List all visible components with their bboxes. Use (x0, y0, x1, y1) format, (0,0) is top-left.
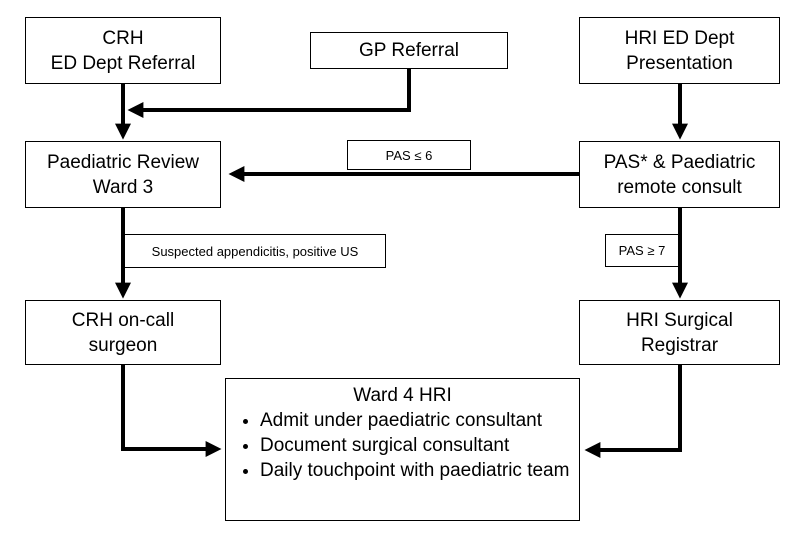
paediatric-review-box: Paediatric Review Ward 3 (25, 141, 221, 208)
gp-referral-label: GP Referral (359, 40, 459, 61)
appendicitis-label: Suspected appendicitis, positive US (124, 234, 386, 268)
pas-high-text: PAS ≥ 7 (618, 243, 666, 258)
hri-ed-line2: Presentation (626, 52, 733, 74)
paed-review-line1: Paediatric Review (46, 151, 200, 173)
pas-consult-line1: PAS* & Paediatric (603, 151, 756, 173)
pas-high-label: PAS ≥ 7 (605, 234, 679, 267)
ward4-item-document: Document surgical consultant (260, 433, 571, 458)
ward4-item-touchpoint: Daily touchpoint with paediatric team (260, 458, 571, 483)
hri-ed-line1: HRI ED Dept (624, 27, 735, 49)
crh-ed-referral-box: CRH ED Dept Referral (25, 17, 221, 84)
pas-low-label: PAS ≤ 6 (347, 140, 471, 170)
hri-registrar-line1: HRI Surgical (626, 309, 733, 331)
pas-consult-line2: remote consult (617, 176, 742, 198)
crh-ed-line1: CRH (102, 27, 144, 49)
ward4-list: Admit under paediatric consultant Docume… (234, 408, 571, 483)
gp-referral-box: GP Referral (310, 32, 508, 69)
arrow-crh-surgeon-to-ward4 (121, 364, 222, 457)
crh-surgeon-line2: surgeon (88, 334, 158, 356)
hri-registrar-line2: Registrar (640, 334, 719, 356)
pas-low-text: PAS ≤ 6 (385, 147, 433, 163)
paed-review-line2: Ward 3 (92, 176, 154, 198)
hri-ed-presentation-box: HRI ED Dept Presentation (579, 17, 780, 84)
ward4-title: Ward 4 HRI (353, 385, 452, 406)
ward4-item-admit: Admit under paediatric consultant (260, 408, 571, 433)
crh-on-call-surgeon-box: CRH on-call surgeon (25, 300, 221, 365)
ward4-hri-box: Ward 4 HRI Admit under paediatric consul… (225, 378, 580, 521)
arrow-gp-to-paed-review (127, 67, 411, 118)
hri-surgical-registrar-box: HRI Surgical Registrar (579, 300, 780, 365)
crh-ed-line2: ED Dept Referral (50, 52, 196, 74)
pas-remote-consult-box: PAS* & Paediatric remote consult (579, 141, 780, 208)
arrow-hri-registrar-to-ward4 (584, 364, 682, 458)
appendicitis-text: Suspected appendicitis, positive US (151, 243, 359, 259)
crh-surgeon-line1: CRH on-call (71, 309, 175, 331)
